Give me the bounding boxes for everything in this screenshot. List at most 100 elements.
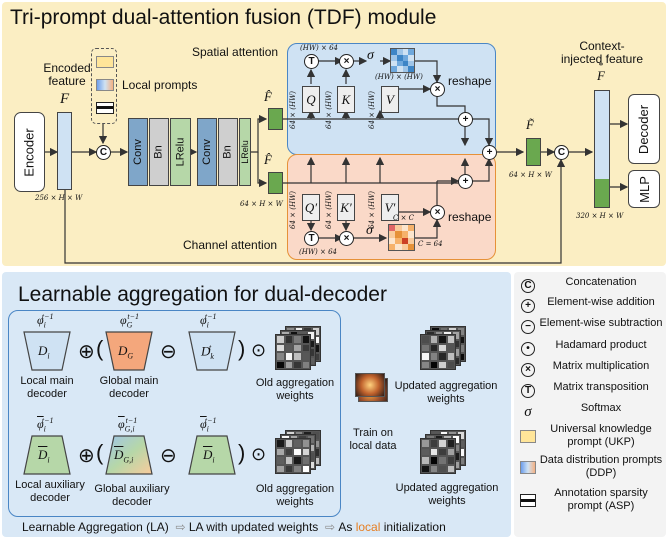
matmul-icon-channel-1: ×	[339, 231, 354, 246]
Q-dim-label: 64 × (HW)	[289, 91, 298, 129]
operator-icon: C	[520, 278, 536, 294]
flow-step-1: Learnable Aggregation (LA) ⇨ LA with upd…	[22, 520, 446, 534]
Q-block: Q	[302, 86, 320, 113]
channel-dim-cc: C × C	[393, 214, 415, 222]
conv-block-2: Conv	[197, 118, 217, 186]
operator-icon: −	[520, 319, 536, 335]
legend-item: −Element-wise subtraction	[514, 317, 666, 337]
transpose-icon-channel: T	[304, 231, 319, 246]
channel-attention-map	[388, 224, 415, 251]
bn-block-2: Bn	[218, 118, 238, 186]
global-aux-label: Global auxiliary decoder	[94, 483, 170, 508]
old-weights-label-1: Old aggregation weights	[255, 377, 335, 402]
D-k-label: Dkt	[201, 343, 214, 361]
local-aux-label: Local auxiliary decoder	[15, 479, 85, 504]
local-k-decoder-shape	[188, 331, 236, 371]
F-tilde-symbol: F̃	[526, 117, 534, 132]
K-block: K	[337, 86, 355, 113]
local-aux-decoder-shape	[23, 435, 71, 475]
hadamard-op-row2: ⊙	[251, 444, 267, 464]
V-block: V	[381, 86, 399, 113]
legend-panel	[514, 272, 666, 537]
F-hat-block-bottom	[268, 172, 283, 194]
encoded-feature-label: Encoded feature	[43, 61, 91, 88]
train-local-label: Train on local data	[349, 427, 397, 452]
legend-item: Annotation sparsity prompt (ASP)	[514, 487, 666, 512]
softmax-icon: σ	[524, 403, 532, 420]
local-data-image-2	[355, 373, 385, 397]
matmul-icon-channel-2: ×	[430, 205, 445, 220]
F-hat-symbol-bottom: F̂	[264, 152, 272, 167]
legend-label: Universal knowledge prompt (UKP)	[550, 423, 652, 448]
F-hat-dim-label: 64 × H × W	[240, 200, 283, 208]
channel-attention-label: Channel attention	[183, 238, 278, 252]
global-aux-decoder-shape	[105, 435, 153, 475]
legend-label: Matrix transposition	[553, 381, 649, 393]
reshape-label-channel: reshape	[448, 210, 492, 224]
conv-block-1: Conv	[128, 118, 148, 186]
phi-local-label: φit−1	[37, 312, 54, 330]
spatial-attention-map	[390, 48, 415, 73]
encoded-dim-label: 256 × H × W	[35, 194, 83, 202]
la-title: Learnable aggregation for dual-decoder	[18, 283, 387, 306]
weight-matrix-layer	[275, 438, 311, 474]
D-i-label: Di	[38, 343, 50, 361]
V-prime-block: V′	[381, 194, 399, 221]
V-dim-label: 64 × (HW)	[368, 91, 377, 129]
channel-c-eq: C = 64	[418, 240, 443, 248]
operator-icon: •	[520, 341, 536, 357]
legend-item: Data distribution prompts (DDP)	[514, 454, 666, 479]
spatial-attention-label: Spatial attention	[192, 45, 279, 59]
add-op-row2: ⊕	[78, 445, 95, 467]
context-dim-label: 320 × H × W	[576, 212, 624, 220]
matmul-icon-spatial-2: ×	[430, 82, 445, 97]
bn-block-1: Bn	[149, 118, 169, 186]
legend-item: × Matrix multiplication	[514, 360, 666, 380]
legend-label: Element-wise subtraction	[539, 317, 663, 329]
paren-open-row2: (	[96, 440, 104, 465]
encoder-label: Encoder	[22, 127, 38, 177]
add-op-row1: ⊕	[78, 341, 95, 363]
mlp-block: MLP	[628, 170, 660, 208]
add-icon-spatial: +	[458, 112, 473, 127]
lrelu-block-1: LRelu	[170, 118, 191, 186]
F-hat-block-top	[268, 108, 283, 130]
paren-open-row1: (	[96, 336, 104, 361]
add-icon-channel: +	[458, 174, 473, 189]
phibar-k-label: φit−1	[200, 416, 217, 434]
legend-item: • Hadamard product	[514, 339, 666, 359]
Q-prime-block: Q′	[302, 194, 320, 221]
asp-prompt-icon	[96, 102, 114, 114]
local-prompts-group	[91, 48, 117, 124]
softmax-sigma-channel: σ	[366, 223, 373, 238]
K-prime-block: K′	[337, 194, 355, 221]
hadamard-op-row1: ⊙	[251, 340, 267, 360]
phibar-local-label: φit−1	[37, 416, 54, 434]
legend-label: Annotation sparsity prompt (ASP)	[554, 487, 648, 512]
Dbar-G-label: DG,i	[114, 447, 134, 465]
local-prompts-label: Local prompts	[122, 78, 198, 92]
encoded-feature-bar	[57, 112, 72, 190]
phi-global-label: φGt−1	[120, 312, 140, 330]
legend-label: Matrix multiplication	[552, 360, 650, 372]
legend-label: Hadamard product	[555, 339, 647, 351]
legend-item: +Element-wise addition	[514, 296, 666, 316]
global-main-decoder-shape	[105, 331, 153, 371]
legend-item: Universal knowledge prompt (UKP)	[514, 423, 666, 448]
operator-icon: ×	[520, 362, 536, 378]
F-tilde-block	[526, 138, 541, 166]
learnable-aggregation-panel	[2, 272, 511, 537]
phibar-global-label: φG,it−1	[118, 416, 138, 434]
matmul-icon-spatial-1: ×	[339, 54, 354, 69]
ukp-prompt-icon	[96, 56, 114, 68]
weight-matrix-layer	[420, 438, 456, 474]
asp-icon	[520, 492, 536, 508]
reshape-label-spatial: reshape	[448, 74, 492, 88]
la-group-box	[8, 310, 341, 517]
old-weights-label-2: Old aggregation weights	[255, 483, 335, 508]
Q-prime-dim-label: 64 × (HW)	[289, 191, 298, 229]
